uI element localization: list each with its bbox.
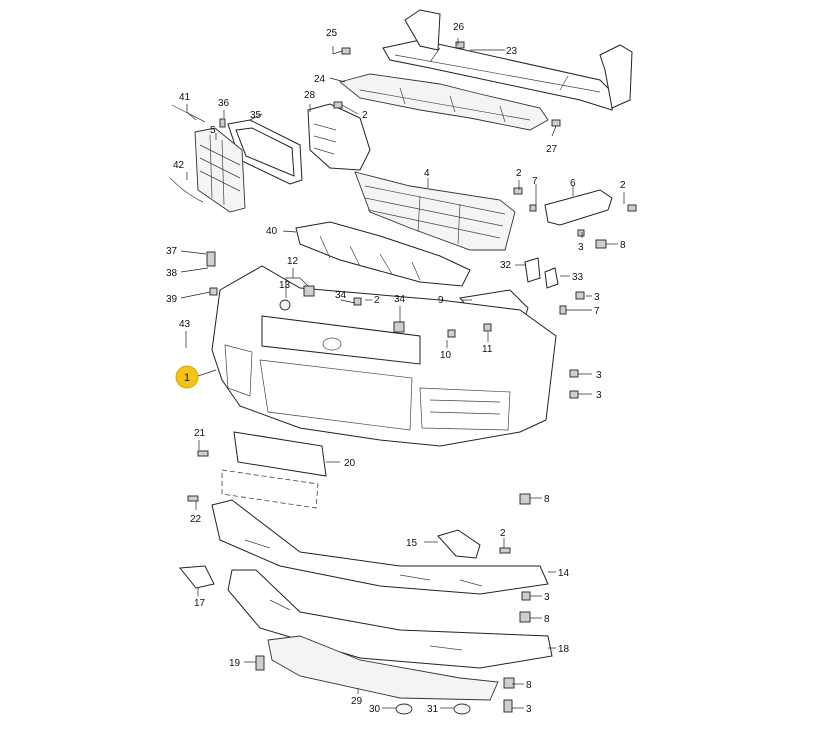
callout-9[interactable]: 9 [438,295,444,306]
callout-labels: 25 26 23 24 2 27 28 35 41 36 5 42 4 40 2… [166,22,626,715]
callout-35[interactable]: 35 [250,110,262,121]
callout-3-c[interactable]: 3 [596,370,602,381]
part-4-center-grille[interactable] [354,171,516,251]
callout-15[interactable]: 15 [406,538,418,549]
callout-8-d[interactable]: 8 [526,680,532,691]
callout-3-f[interactable]: 3 [526,704,532,715]
part-23-bumper-reinforcement[interactable] [382,9,633,111]
callout-42[interactable]: 42 [173,160,185,171]
callout-28[interactable]: 28 [304,90,316,101]
callout-3-e[interactable]: 3 [544,592,550,603]
callout-23[interactable]: 23 [506,46,518,57]
part-24-energy-absorber[interactable] [339,73,549,131]
callout-1-highlighted[interactable]: 1 [175,365,199,389]
callout-39[interactable]: 39 [166,294,178,305]
callout-29[interactable]: 29 [351,696,363,707]
part-32-clip[interactable] [524,257,541,283]
callout-31[interactable]: 31 [427,704,439,715]
callout-21[interactable]: 21 [194,428,206,439]
part-33-clip[interactable] [544,267,559,289]
callout-40[interactable]: 40 [266,226,278,237]
callout-26[interactable]: 26 [453,22,465,33]
part-20-license-plate-bracket[interactable] [221,431,327,509]
callout-3-d[interactable]: 3 [596,390,602,401]
part-40-air-guide[interactable] [295,221,471,287]
callout-2-c[interactable]: 2 [620,180,626,191]
callout-8-a[interactable]: 8 [620,240,626,251]
callout-5[interactable]: 5 [210,125,216,136]
callout-30[interactable]: 30 [369,704,381,715]
callout-3-a[interactable]: 3 [578,242,584,253]
part-6-mounting-bracket[interactable] [544,189,613,226]
callout-2-b[interactable]: 2 [516,168,522,179]
callout-8-c[interactable]: 8 [544,614,550,625]
callout-17[interactable]: 17 [194,598,206,609]
callout-34-a[interactable]: 34 [335,290,347,301]
callout-label-1: 1 [184,372,190,384]
callout-27[interactable]: 27 [546,144,558,155]
callout-6[interactable]: 6 [570,178,576,189]
callout-4[interactable]: 4 [424,168,430,179]
leader-lines [180,38,625,709]
callout-41[interactable]: 41 [179,92,191,103]
callout-20[interactable]: 20 [344,458,356,469]
part-14-spoiler-lip[interactable] [211,499,549,595]
part-17-trim-panel[interactable] [179,565,215,589]
callout-12[interactable]: 12 [287,256,299,267]
callout-18[interactable]: 18 [558,644,570,655]
callout-24[interactable]: 24 [314,74,326,85]
callout-33[interactable]: 33 [572,272,584,283]
callout-8-b[interactable]: 8 [544,494,550,505]
part-41-trim-strip[interactable] [171,104,206,123]
callout-36[interactable]: 36 [218,98,230,109]
callout-7-b[interactable]: 7 [594,306,600,317]
part-15-spoiler-bracket[interactable] [437,529,481,559]
callout-2-a[interactable]: 2 [362,110,368,121]
callout-38[interactable]: 38 [166,268,178,279]
callout-37[interactable]: 37 [166,246,178,257]
callout-19[interactable]: 19 [229,658,241,669]
callout-10[interactable]: 10 [440,350,452,361]
callout-32[interactable]: 32 [500,260,512,271]
callout-14[interactable]: 14 [558,568,570,579]
part-18-lower-valance[interactable] [227,569,553,669]
callout-43[interactable]: 43 [179,319,191,330]
part-28-air-duct[interactable] [307,103,371,171]
callout-11[interactable]: 11 [482,344,493,355]
callout-25[interactable]: 25 [326,28,338,39]
callout-2-d[interactable]: 2 [374,295,380,306]
part-5-side-grille[interactable] [194,127,246,213]
callout-3-b[interactable]: 3 [594,292,600,303]
part-29-underbody-panel[interactable] [267,635,499,701]
fasteners [187,41,637,715]
callout-22[interactable]: 22 [190,514,202,525]
part-1-front-bumper-cover[interactable] [211,265,557,447]
callout-7-a[interactable]: 7 [532,176,538,187]
callout-13[interactable]: 13 [279,280,291,291]
callout-34-b[interactable]: 34 [394,294,406,305]
part-42-trim-strip[interactable] [169,177,204,203]
callout-2-e[interactable]: 2 [500,528,506,539]
